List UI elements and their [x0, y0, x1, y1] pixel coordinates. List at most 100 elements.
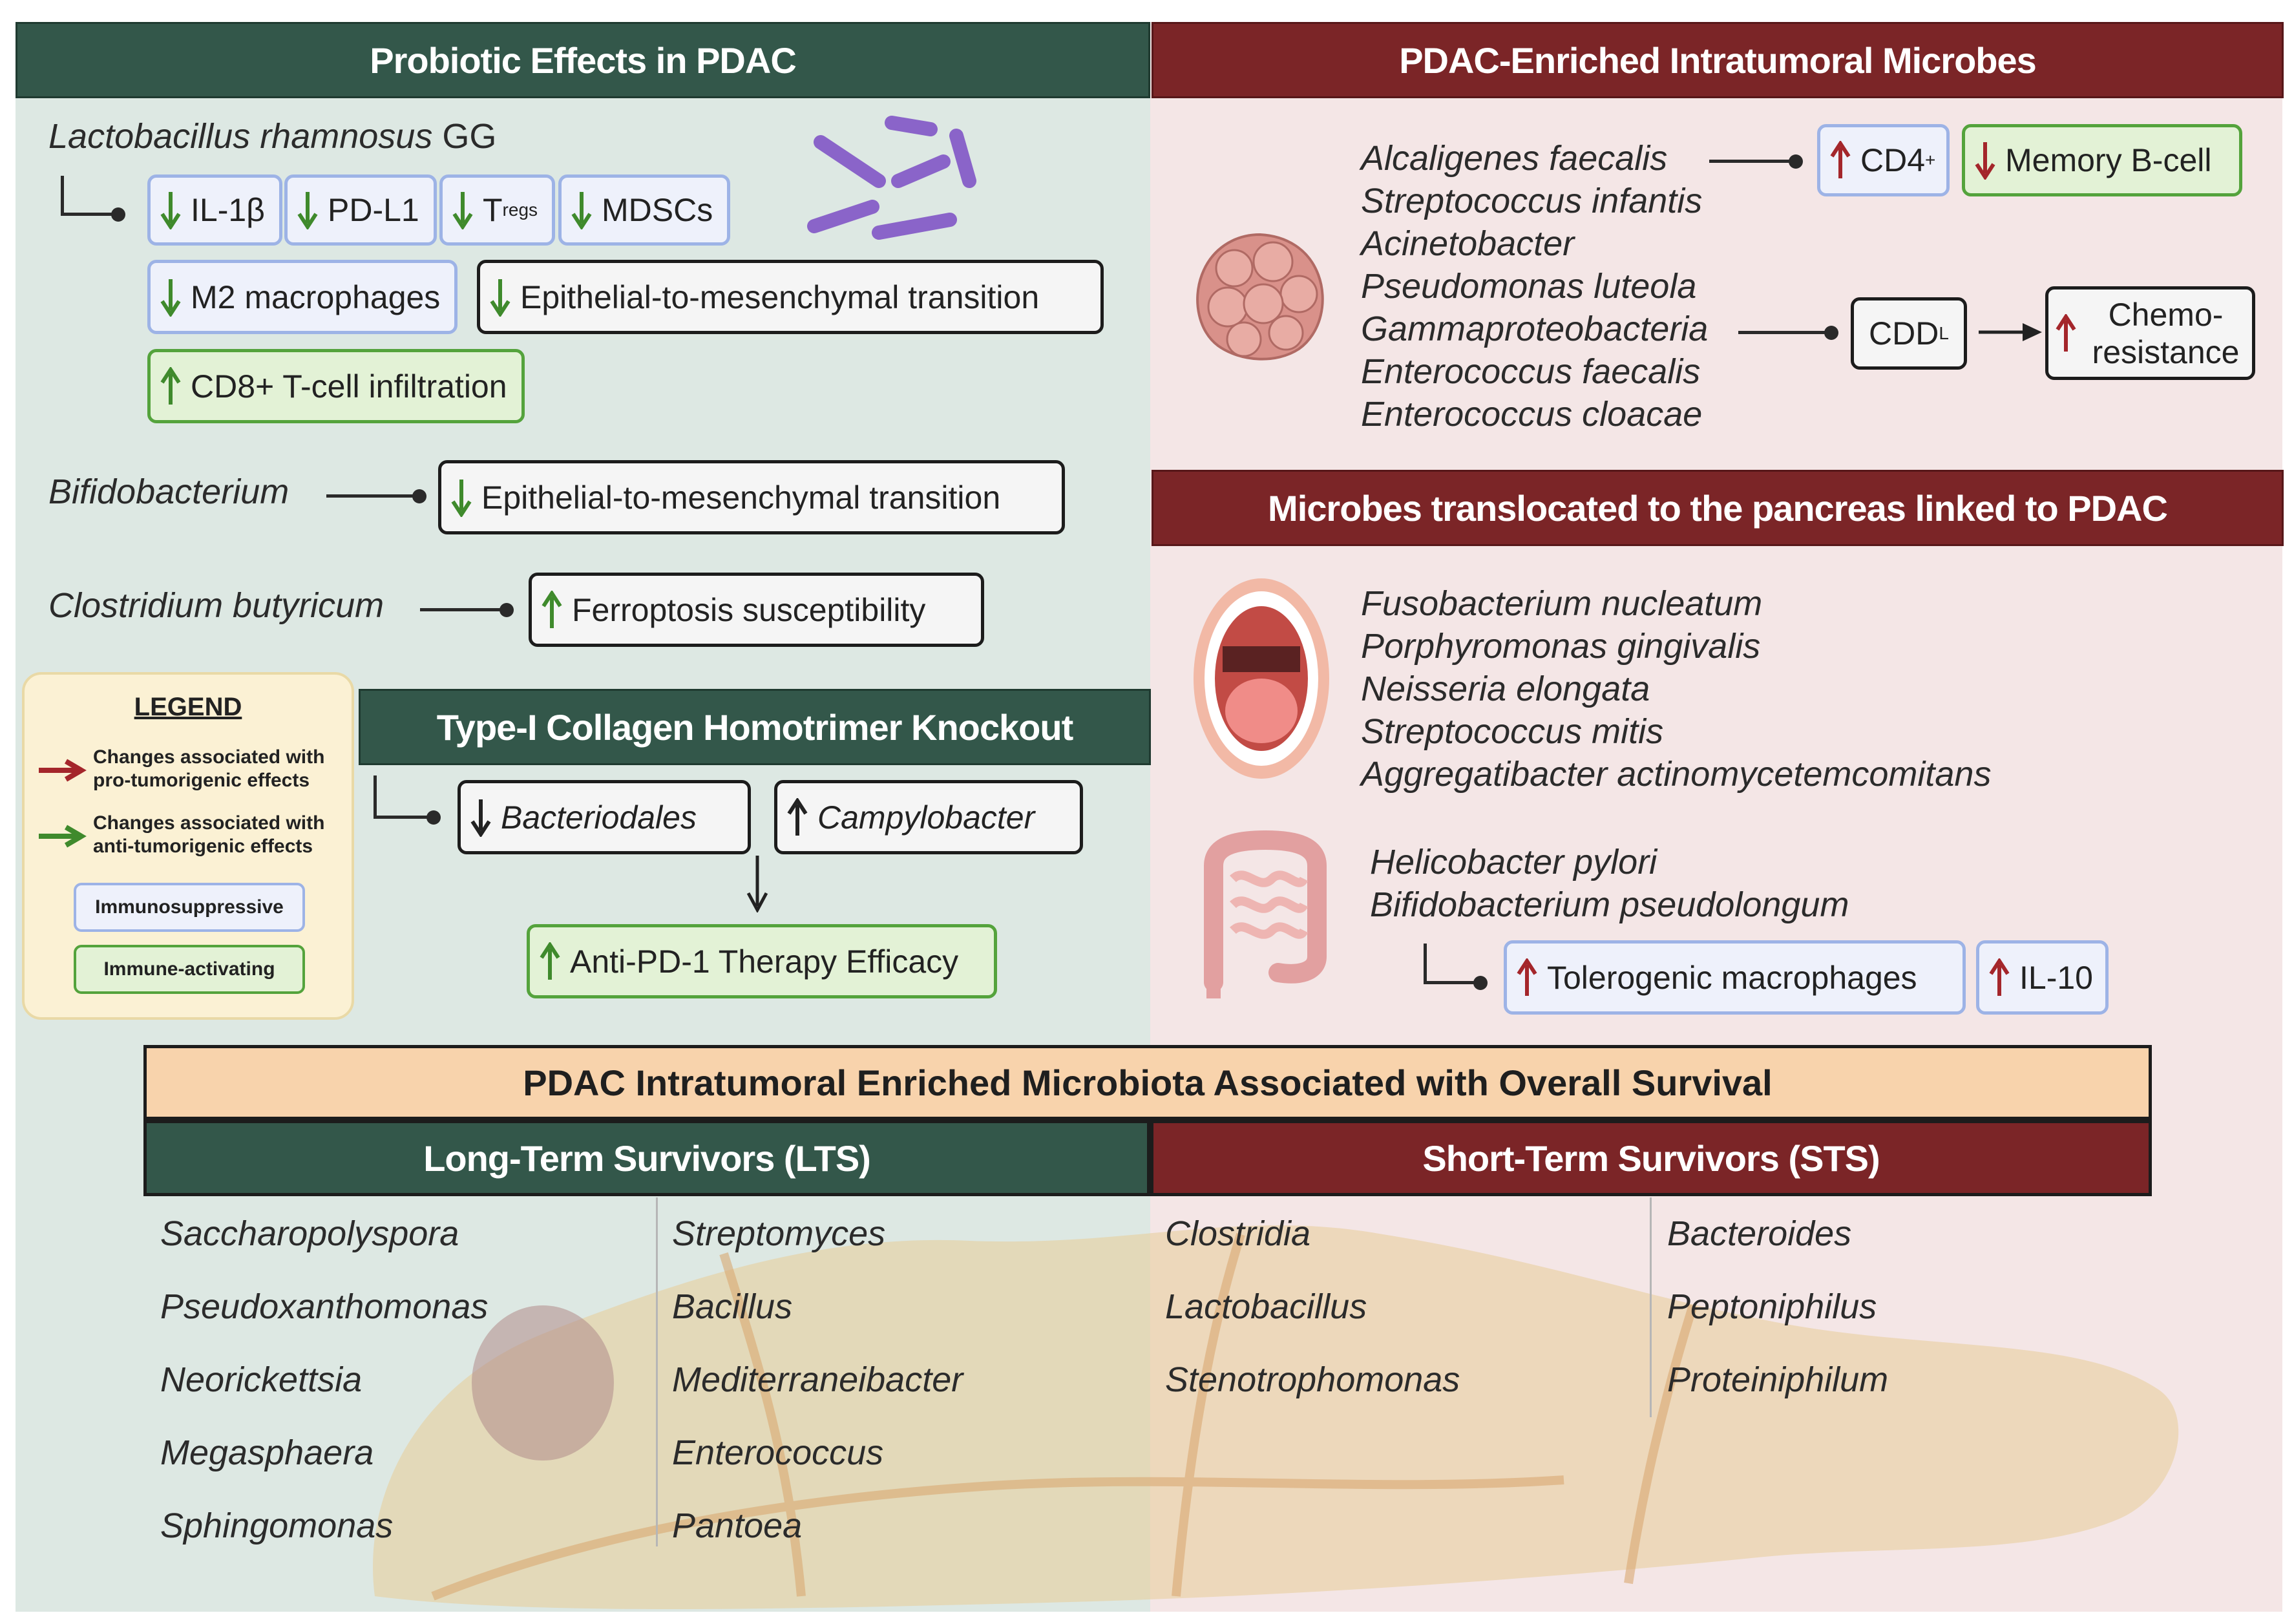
effect-cd8: CD8+ T-cell infiltration — [147, 349, 525, 423]
mouth-icon — [1194, 578, 1329, 779]
connector-line — [420, 608, 504, 611]
sts-microbe: Proteiniphilum — [1667, 1360, 1889, 1399]
tumor-icon — [1196, 233, 1324, 361]
green-arrow-icon — [39, 825, 87, 848]
down-arrow-icon — [160, 279, 181, 317]
down-arrow-icon — [746, 856, 768, 912]
lts-microbe: Mediterraneibacter — [672, 1360, 963, 1399]
bifido-emt-effect: Epithelial-to-mesenchymal transition — [438, 460, 1065, 534]
microbe-item: Alcaligenes faecalis — [1361, 139, 1668, 178]
lactobacillus-rods-icon — [807, 116, 976, 240]
legend-pro-text: Changes associated with pro-tumorigenic … — [93, 746, 325, 791]
red-arrow-icon — [39, 759, 87, 782]
memory-b-cell-box: Memory B-cell — [1962, 124, 2242, 196]
connector-dot — [1789, 154, 1803, 169]
microbe-item: Pseudomonas luteola — [1361, 267, 1697, 306]
tolerogenic-macrophages-box: Tolerogenic macrophages — [1504, 940, 1966, 1015]
connector-dot — [426, 810, 441, 825]
lts-microbe: Neorickettsia — [160, 1360, 363, 1399]
sts-microbe: Bacteroides — [1667, 1214, 1852, 1253]
effect-emt: Epithelial-to-mesenchymal transition — [477, 260, 1104, 334]
lts-microbe: Megasphaera — [160, 1433, 374, 1472]
microbe-item: Enterococcus faecalis — [1361, 352, 1701, 391]
effect-il1b: IL-1β — [147, 174, 282, 246]
down-arrow-icon — [1975, 142, 1995, 180]
sts-microbe: Lactobacillus — [1165, 1287, 1367, 1326]
connector-line — [61, 176, 64, 216]
sts-header: Short-Term Survivors (STS) — [1150, 1120, 2152, 1196]
connector-line — [374, 816, 432, 819]
lgg-name: Lactobacillus rhamnosus GG — [48, 117, 497, 156]
gut-microbe-item: Helicobacter pylori — [1370, 843, 1657, 881]
translocated-header: Microbes translocated to the pancreas li… — [1152, 470, 2284, 546]
lts-microbe: Sphingomonas — [160, 1506, 394, 1545]
effect-m2-macrophages: M2 macrophages — [147, 260, 458, 334]
pancreas-illustration — [373, 1225, 2179, 1609]
oral-microbe-item: Aggregatibacter actinomycetemcomitans — [1361, 755, 1992, 794]
microbe-item: Enterococcus cloacae — [1361, 395, 1703, 434]
lts-microbe: Enterococcus — [672, 1433, 884, 1472]
up-arrow-icon — [160, 366, 181, 405]
lts-microbe: Streptomyces — [672, 1214, 886, 1253]
chemoresistance-box: Chemo- resistance — [2045, 286, 2255, 380]
microbe-item: Gammaproteobacteria — [1361, 310, 1709, 348]
connector-line — [326, 494, 417, 498]
connector-dot — [500, 603, 514, 617]
legend-title: LEGEND — [134, 693, 242, 721]
connector-line — [1424, 944, 1427, 984]
down-arrow-icon — [571, 192, 592, 229]
up-arrow-icon — [1517, 958, 1537, 996]
collagen-header: Type-I Collagen Homotrimer Knockout — [359, 689, 1151, 765]
connector-dot — [1473, 976, 1488, 990]
legend-anti-text: Changes associated with anti-tumorigenic… — [93, 812, 325, 857]
lts-microbe: Pantoea — [672, 1506, 803, 1545]
down-arrow-icon — [452, 192, 473, 229]
lts-microbe: Bacillus — [672, 1287, 793, 1326]
connector-dot — [1824, 326, 1838, 340]
survival-title: PDAC Intratumoral Enriched Microbiota As… — [143, 1045, 2152, 1120]
microbe-item: Acinetobacter — [1361, 224, 1575, 263]
down-arrow-icon — [490, 279, 510, 317]
connector-line — [1738, 331, 1829, 334]
legend-immune-activating: Immune-activating — [74, 945, 305, 994]
sts-microbe: Peptoniphilus — [1667, 1287, 1877, 1326]
lts-microbe: Pseudoxanthomonas — [160, 1287, 489, 1326]
connector-line — [1709, 160, 1793, 163]
oral-microbe-item: Streptococcus mitis — [1361, 712, 1664, 751]
effect-pdl1: PD-L1 — [284, 174, 437, 246]
oral-microbe-item: Fusobacterium nucleatum — [1361, 584, 1763, 623]
sts-microbe: Stenotrophomonas — [1165, 1360, 1460, 1399]
up-arrow-icon — [540, 942, 560, 980]
legend: LEGEND Changes associated with pro-tumor… — [22, 672, 354, 1020]
connector-dot — [412, 489, 426, 503]
oral-microbe-item: Neisseria elongata — [1361, 670, 1650, 708]
connector-line — [1424, 981, 1477, 984]
column-divider — [1650, 1197, 1652, 1417]
campylobacter-box: Campylobacter — [774, 780, 1083, 854]
lts-header: Long-Term Survivors (LTS) — [143, 1120, 1150, 1196]
lts-microbe: Saccharopolyspora — [160, 1214, 459, 1253]
bacteriodales-box: Bacteriodales — [458, 780, 751, 854]
down-arrow-icon — [160, 192, 181, 229]
probiotic-header: Probiotic Effects in PDAC — [16, 22, 1150, 98]
intratumoral-header: PDAC-Enriched Intratumoral Microbes — [1152, 22, 2284, 98]
column-divider — [656, 1197, 658, 1546]
cd4-box: CD4+ — [1817, 124, 1950, 196]
anti-pd1-efficacy: Anti-PD-1 Therapy Efficacy — [527, 924, 997, 998]
down-arrow-icon — [470, 799, 491, 837]
oral-microbe-item: Porphyromonas gingivalis — [1361, 627, 1761, 666]
bifidobacterium-name: Bifidobacterium — [48, 472, 289, 511]
down-arrow-icon — [451, 479, 472, 517]
legend-immunosuppressive: Immunosuppressive — [74, 883, 305, 932]
sts-microbe: Clostridia — [1165, 1214, 1311, 1253]
up-arrow-icon — [787, 797, 808, 836]
connector-line — [374, 775, 377, 817]
connector-dot — [111, 207, 125, 222]
up-arrow-icon — [1830, 141, 1851, 178]
il10-box: IL-10 — [1976, 940, 2109, 1015]
down-arrow-icon — [297, 192, 318, 229]
up-arrow-icon — [2056, 313, 2076, 352]
gut-microbe-item: Bifidobacterium pseudolongum — [1370, 885, 1849, 924]
